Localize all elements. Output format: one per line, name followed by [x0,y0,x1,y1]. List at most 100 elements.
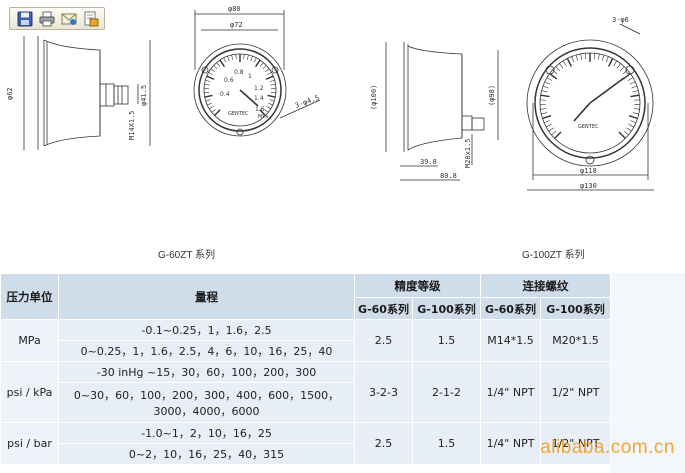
left-dial-brand: GENTEC [228,111,249,117]
email-button[interactable] [60,10,78,28]
table-row: psi / bar -1.0~1，2，10，16，25 2.5 1.5 1/4"… [0,422,611,465]
dial-tick [264,68,270,73]
subheader-acc-g60: G-60系列 [354,297,413,320]
print-preview-button[interactable] [82,10,100,28]
right-dial [526,23,654,191]
dial-tick [235,54,237,60]
dial-tick [546,77,553,81]
dial-tick [622,73,631,80]
row-range: 0~2，10，16，25，40，315 [58,443,355,465]
dial-tick [605,56,609,63]
dial-tick [204,84,210,86]
dial-tick [264,108,269,113]
dial-tick [584,53,587,60]
table-right-background [610,273,685,473]
row-thread-g100: M20*1.5 [540,319,611,362]
dial-tick [205,99,211,102]
dial-tick [214,109,221,116]
right-drawing [385,42,499,181]
row-acc-g60: 2.5 [354,422,413,465]
header-thread: 连接螺纹 [480,273,611,298]
left-dim-thread: M14X1.5 [128,110,136,140]
right-caption: G-100ZT 系列 [522,250,585,261]
drawing-canvas: φ62 φ41.5 M14X1.5 φ80 φ72 3-φ4.5 GENTEC … [6,5,654,191]
row-thread-g60: M14*1.5 [480,319,541,362]
subheader-thread-g100: G-100系列 [540,297,611,320]
dial-tick [204,94,213,98]
dial-tick [259,62,264,67]
dial-tick [619,66,625,72]
dial-tick [210,68,216,73]
dial-tick [543,120,550,124]
print-icon [39,11,55,26]
left-dim-height: φ62 [6,87,14,100]
row-range: -1.0~1，2，10，16，25 [58,422,355,444]
dial-tick [266,72,272,76]
row-range: 0~0.25，1，1.6，2.5，4，6，10，16，25，40 [58,340,355,362]
right-dim-depth2: 80.8 [440,172,457,180]
dial-tick [541,90,548,93]
row-thread-g100: 1/2" NPT [540,422,611,465]
left-drawing [23,36,151,150]
dial-label: 0.6 [224,77,234,84]
dial-tick [219,59,226,68]
dial-tick [270,84,276,86]
dial-tick [593,53,596,60]
dial-tick [566,58,573,67]
print-button[interactable] [38,10,56,28]
dial-tick [559,63,564,69]
dial-tick [555,66,561,72]
save-button[interactable] [16,10,34,28]
dial-tick [205,79,211,82]
table-header-row: 压力单位 量程 精度等级 连接螺纹 [0,273,611,320]
dial-tick [544,81,551,85]
dial-tick [216,62,221,67]
table-row: MPa -0.1~0.25，1，1.6，2.5 2.5 1.5 M14*1.5 … [0,319,611,362]
right-dim-130: φ130 [580,182,597,190]
dial-tick [227,56,230,62]
dial-tick [607,58,614,67]
header-accuracy: 精度等级 [354,273,481,298]
dial-tick [540,108,547,110]
dial-tick [207,102,212,106]
dial-tick [540,94,550,98]
dial-tick [630,120,637,124]
left-dim-outer: φ80 [228,5,241,13]
dial-tick [268,102,273,106]
dial-tick [542,115,552,120]
dial-tick [211,108,216,113]
table-row: 0~2，10，16，25，40，315 [1,443,611,465]
right-dim-depth1: 39.8 [420,158,437,166]
dial-tick [259,109,266,116]
dial-tick [206,75,215,80]
dial-tick [269,79,275,82]
row-acc-g60: 2.5 [354,319,413,362]
dial-tick [208,72,214,76]
dial-tick [628,115,638,120]
email-icon [61,13,77,25]
right-dial-brand: GENTEC [578,124,599,130]
dial-tick [269,99,275,102]
dial-tick [549,73,558,80]
technical-drawings: φ62 φ41.5 M14X1.5 φ80 φ72 3-φ4.5 GENTEC … [6,5,654,261]
dial-tick [265,75,274,80]
row-thread-g60: 1/4" NPT [480,422,541,465]
table-subheader-row: G-60系列 G-100系列 G-60系列 G-100系列 [1,297,611,320]
dial-tick [551,130,557,136]
dial-tick [267,94,276,98]
dial-tick [231,54,234,60]
left-dim-stem: φ41.5 [140,85,148,106]
row-range: -30 inHg ~15，30，60，100，200，300 [58,361,355,383]
right-dim-holes: 3-φ6 [612,16,629,24]
dial-tick [631,85,638,89]
dial-tick [630,94,640,98]
dial-tick [601,54,605,61]
dial-tick [253,57,257,63]
dial-label: 1.4 [254,95,264,102]
row-range: -0.1~0.25，1，1.6，2.5 [58,319,355,341]
subheader-acc-g100: G-100系列 [412,297,481,320]
left-dim-holes: 3-φ4.5 [294,94,321,110]
dial-label: 0.8 [234,69,244,76]
dial-tick [580,53,583,60]
dial-tick [632,112,639,115]
